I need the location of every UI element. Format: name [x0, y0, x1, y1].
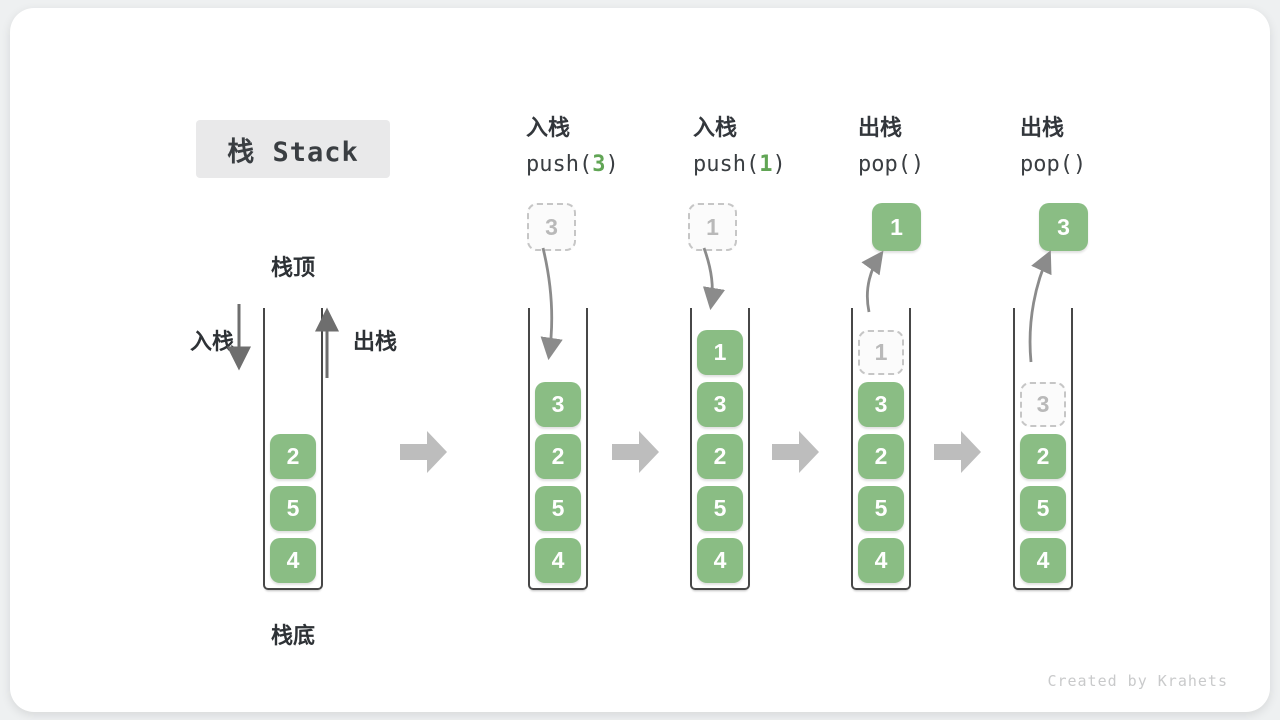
popped-value-box: 3: [1039, 203, 1088, 251]
stack-cell: 4: [858, 538, 904, 583]
code-text: ): [772, 152, 786, 177]
ghost-cell: 1: [858, 330, 904, 375]
code-arg: 3: [592, 152, 606, 177]
code-text: push(: [526, 152, 593, 177]
op-code: push(1): [693, 150, 786, 180]
stack-cell: 5: [1020, 486, 1066, 531]
stack-cell: 2: [858, 434, 904, 479]
push-in-label: 入栈: [190, 329, 235, 354]
op-header-pop-1: 出栈 pop(): [858, 112, 924, 180]
stack-cell: 2: [535, 434, 581, 479]
stack-cell: 4: [535, 538, 581, 583]
diagram-card: 栈 Stack 入栈 push(3) 入栈 push(1) 出栈 pop() 出…: [10, 8, 1270, 712]
code-text: push(: [693, 152, 760, 177]
popped-value-box: 1: [872, 203, 921, 251]
stack-cell: 3: [697, 382, 743, 427]
op-header-pop-2: 出栈 pop(): [1020, 112, 1086, 180]
stack-cell: 5: [535, 486, 581, 531]
stack-cell: 2: [1020, 434, 1066, 479]
code-text: ): [605, 152, 619, 177]
stack-cell: 4: [1020, 538, 1066, 583]
stack-bottom-label: 栈底: [270, 623, 315, 648]
stack-cell: 5: [270, 486, 316, 531]
pending-push-box: 3: [527, 203, 576, 251]
op-code: pop(): [1020, 150, 1086, 180]
code-arg: 1: [759, 152, 773, 177]
pending-push-box: 1: [688, 203, 737, 251]
title-box: 栈 Stack: [196, 120, 390, 178]
stack-cell: 1: [697, 330, 743, 375]
ghost-cell: 3: [1020, 382, 1066, 427]
code-text: ): [1072, 152, 1087, 177]
op-code: pop(): [858, 150, 924, 180]
op-header-push-1: 入栈 push(1): [693, 112, 786, 180]
code-text: pop(: [858, 152, 911, 177]
stack-top-label: 栈顶: [270, 255, 315, 280]
code-text: pop(: [1020, 152, 1073, 177]
op-header-push-3: 入栈 push(3): [526, 112, 619, 180]
stack-cell: 3: [858, 382, 904, 427]
op-code: push(3): [526, 150, 619, 180]
stack-cell: 2: [697, 434, 743, 479]
stack-after-pop-2: 3 2 5 4: [1013, 308, 1073, 590]
stack-cell: 2: [270, 434, 316, 479]
watermark: Created by Krahets: [1047, 672, 1228, 690]
stack-after-push-1: 1 3 2 5 4: [690, 308, 750, 590]
stack-after-push-3: 3 2 5 4: [528, 308, 588, 590]
op-name: 出栈: [858, 115, 903, 140]
stack-cell: 5: [697, 486, 743, 531]
stack-initial: 2 5 4: [263, 308, 323, 590]
op-name: 出栈: [1020, 115, 1065, 140]
stack-after-pop-1: 1 3 2 5 4: [851, 308, 911, 590]
diagram-title: 栈 Stack: [227, 136, 359, 168]
op-name: 入栈: [693, 115, 738, 140]
code-text: ): [910, 152, 925, 177]
pop-out-label: 出栈: [353, 329, 398, 354]
stack-cell: 4: [697, 538, 743, 583]
stack-cell: 4: [270, 538, 316, 583]
op-name: 入栈: [526, 115, 571, 140]
stack-cell: 3: [535, 382, 581, 427]
stack-cell: 5: [858, 486, 904, 531]
